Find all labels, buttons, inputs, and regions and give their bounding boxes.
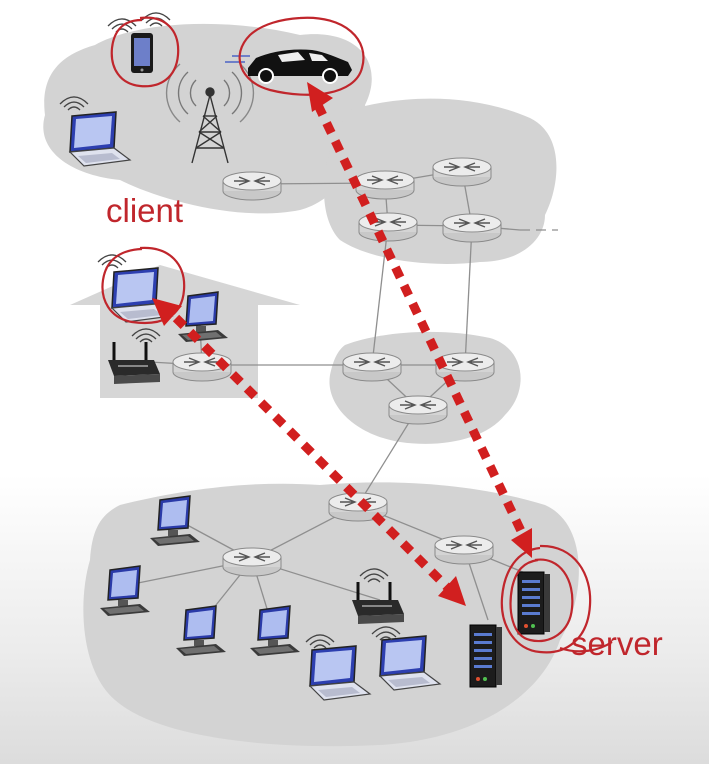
car-annotation-circle [238,16,365,96]
connection-arrows [152,82,532,606]
router-icon [435,352,495,382]
car-icon [225,49,352,84]
server-annotation-circle [500,544,592,654]
client-label: client [106,192,184,229]
laptop-server-connection-arrow [172,314,451,591]
server-icon [517,571,551,635]
router-icon [222,171,282,201]
cell-tower-icon [165,63,255,164]
laptop-annotation-circle [101,246,186,324]
arrowhead-icon [438,576,466,606]
router-icon [388,395,448,425]
router-icon [442,213,502,243]
router-icon [432,157,492,187]
server-annotation-circle-inner [509,558,613,653]
smartphone-icon [131,33,153,73]
annotation-circles [101,16,613,654]
enterprise-network-cloud [83,482,579,747]
arrowhead-icon [152,298,182,326]
server-label: server [571,625,663,662]
phone-annotation-circle [110,16,180,88]
arrowhead-icon [307,82,333,112]
arrowhead-icon [511,528,532,558]
router-icon [342,352,402,382]
router-icon [222,547,282,577]
router-icon [434,535,494,565]
server-icon [469,624,503,688]
regional-isp-cloud [329,331,521,444]
